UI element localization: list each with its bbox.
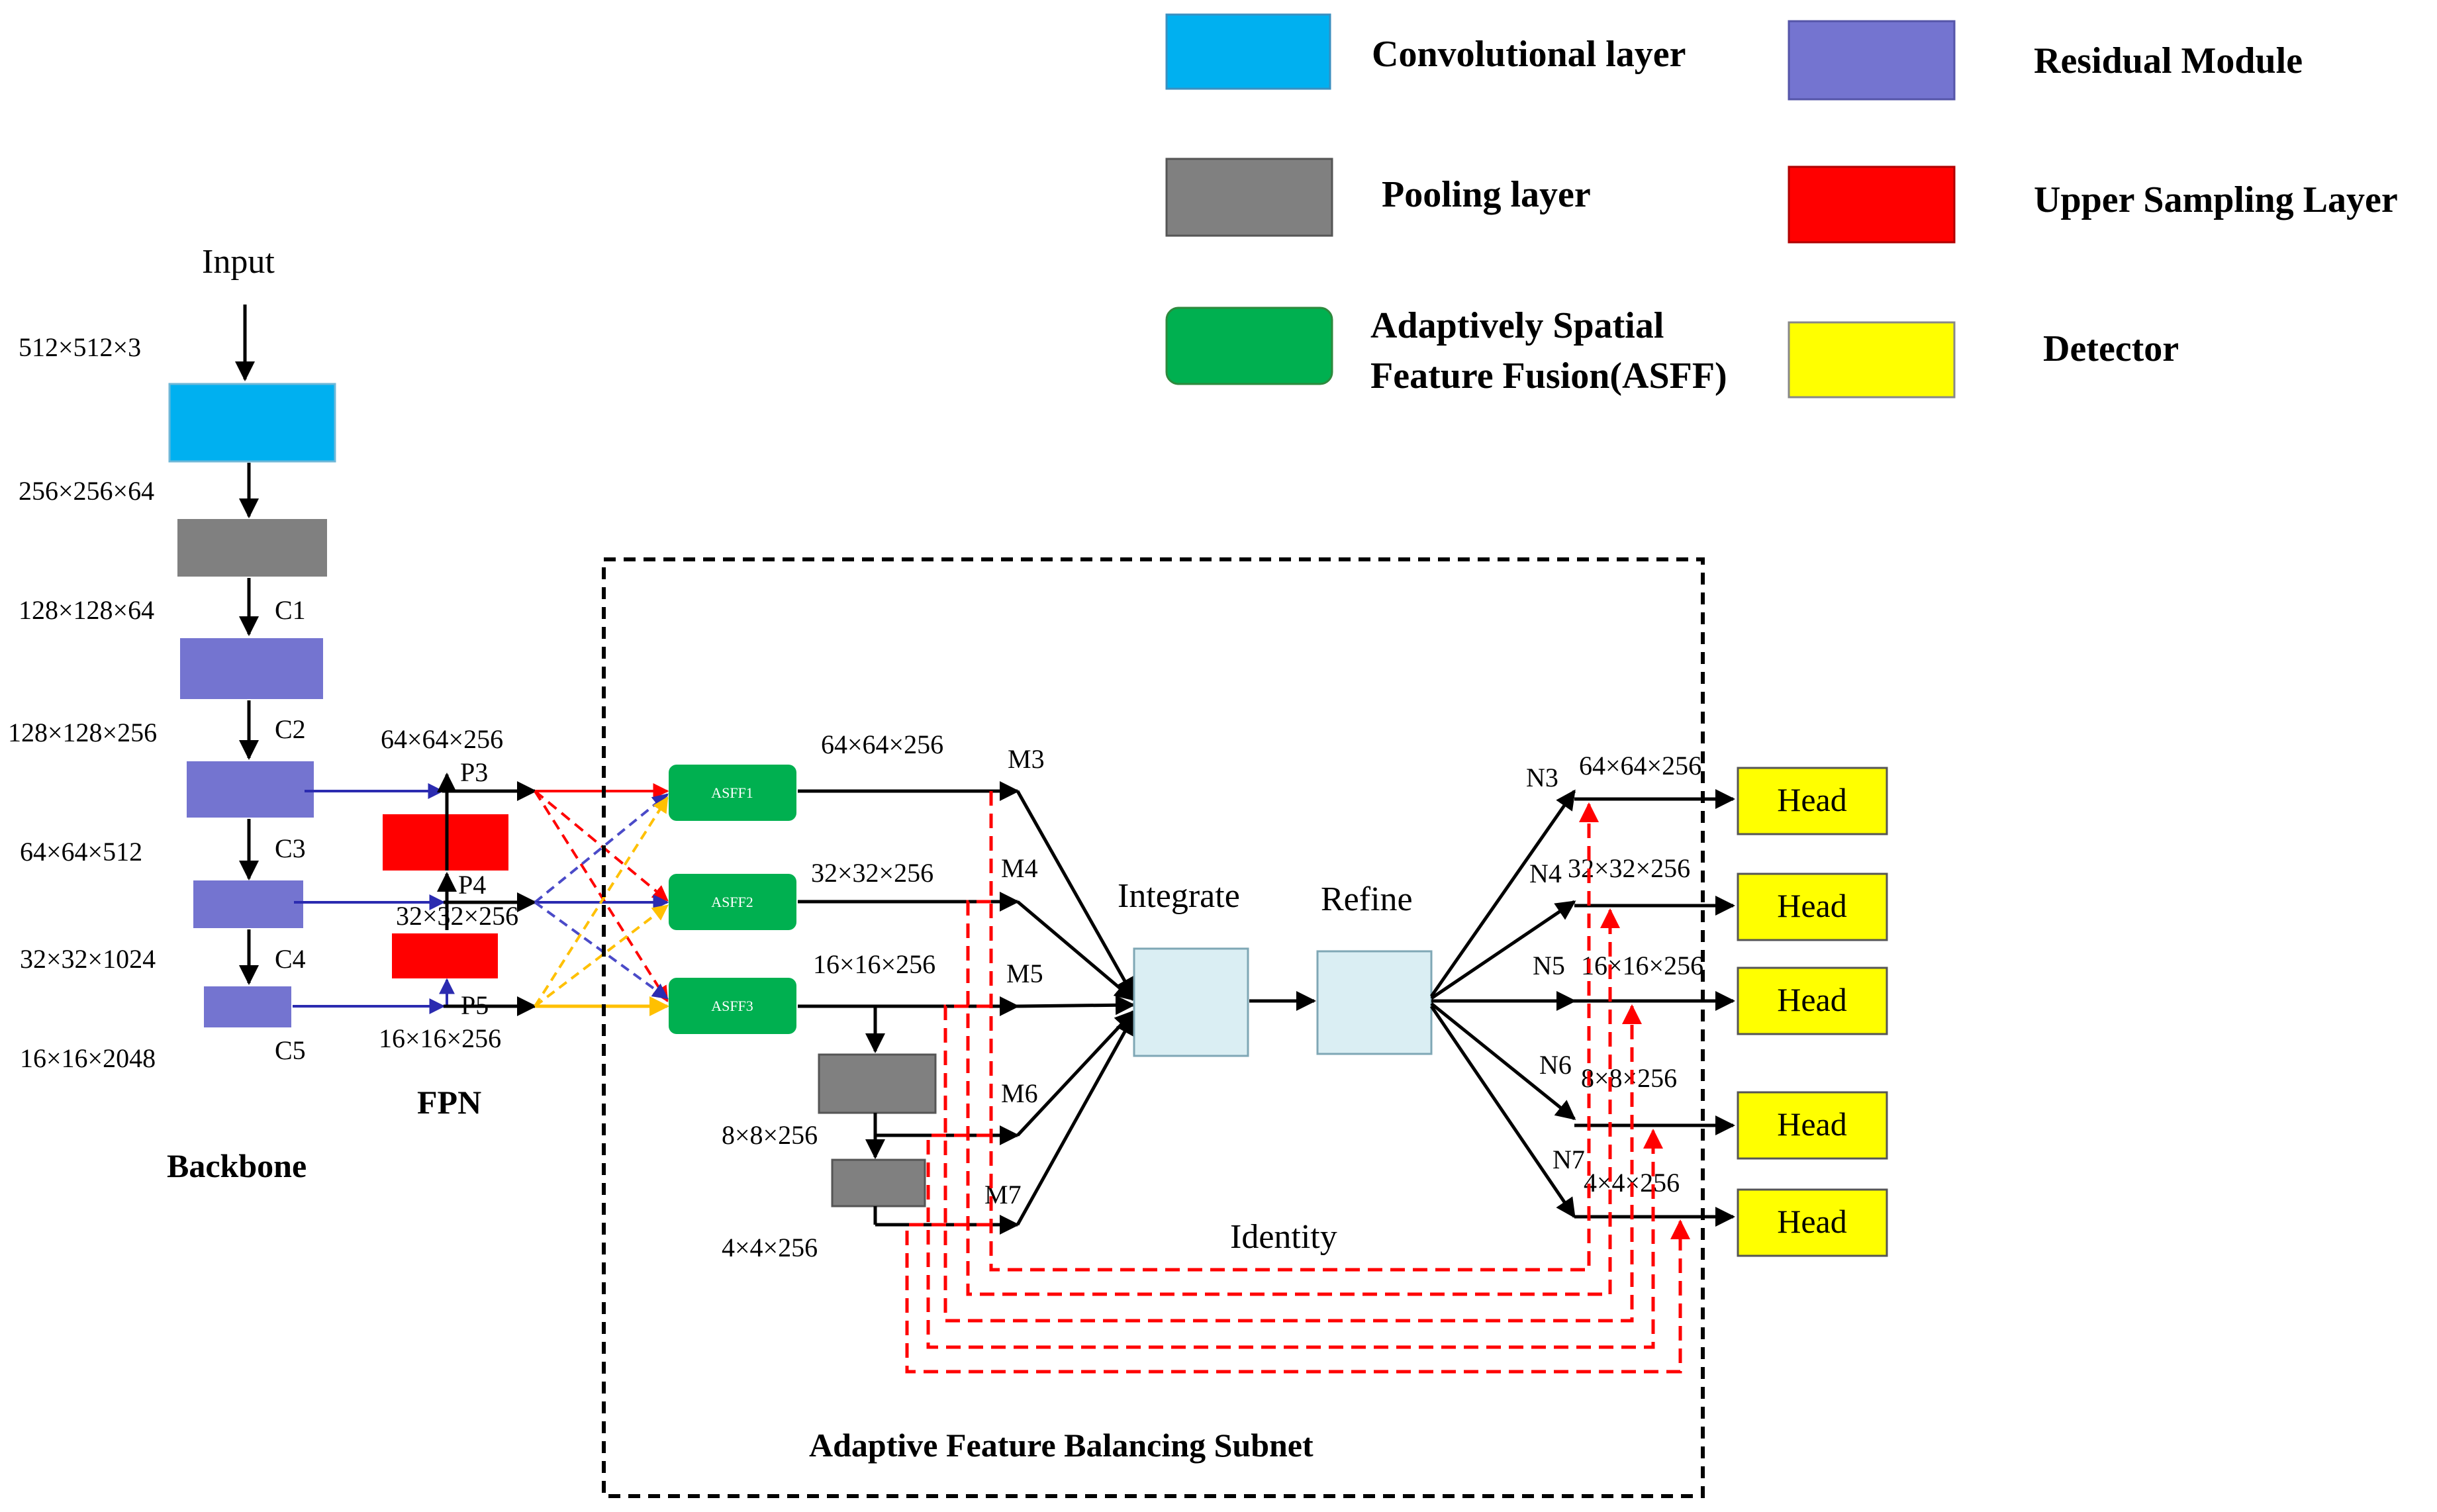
residual-c1 bbox=[180, 638, 323, 699]
legend-swatch-residual bbox=[1788, 20, 1956, 101]
fpn: 64×64×256 P3 P4 32×32×256 P5 16×16×256 F… bbox=[293, 724, 537, 1121]
asff-label-1: ASFF1 bbox=[711, 784, 753, 801]
legend-swatch-detector bbox=[1788, 321, 1956, 399]
legend-swatch-conv bbox=[1165, 13, 1331, 90]
stage-c4: C4 bbox=[275, 944, 306, 974]
legend-label-detector: Detector bbox=[2043, 328, 2179, 369]
n-level-6: N6 bbox=[1539, 1050, 1572, 1080]
legend-label-residual: Residual Module bbox=[2034, 40, 2303, 81]
fpn-level-p3: P3 bbox=[460, 757, 488, 787]
fpn-level-p5: P5 bbox=[461, 990, 489, 1020]
n-dim-6: 8×8×256 bbox=[1581, 1063, 1677, 1093]
head-label-1: Head bbox=[1777, 781, 1847, 818]
fpn-level-p4: P4 bbox=[458, 870, 486, 900]
m-level-5: M5 bbox=[1006, 959, 1043, 988]
legend-swatch-upsampling bbox=[1788, 165, 1956, 244]
dim-pool-out: 128×128×64 bbox=[19, 595, 154, 625]
n-level-5: N5 bbox=[1533, 951, 1565, 980]
asff-cross-connections bbox=[534, 783, 669, 1016]
backbone-pooling-layer bbox=[177, 519, 327, 577]
fpn-dim-p4: 32×32×256 bbox=[396, 901, 518, 931]
fpn-dim-p5: 16×16×256 bbox=[379, 1023, 501, 1053]
head-box-2 bbox=[1737, 873, 1888, 941]
stage-c5: C5 bbox=[275, 1035, 306, 1065]
subnet-pooling-2 bbox=[831, 1158, 926, 1207]
head-box-4 bbox=[1737, 1091, 1888, 1160]
asff-block-3 bbox=[669, 978, 796, 1034]
dim-c1-out: 128×128×256 bbox=[8, 718, 157, 747]
refine-label: Refine bbox=[1321, 880, 1413, 918]
backbone-conv-layer bbox=[168, 383, 336, 463]
dim-c3-out: 32×32×1024 bbox=[20, 944, 156, 974]
legend-label-asff-line1: Adaptively Spatial bbox=[1370, 305, 1664, 346]
n-dim-3: 64×64×256 bbox=[1579, 751, 1701, 780]
asff-dim-1: 64×64×256 bbox=[821, 730, 943, 759]
subnet-title: Adaptive Feature Balancing Subnet bbox=[809, 1427, 1314, 1464]
m-level-3: M3 bbox=[1008, 744, 1045, 774]
legend-label-upsampling: Upper Sampling Layer bbox=[2034, 179, 2398, 220]
integrate-label: Integrate bbox=[1118, 877, 1240, 915]
fpn-upsample-p5 bbox=[392, 933, 498, 978]
asff-block-1 bbox=[669, 765, 796, 821]
backbone: Input 512×512×3 256×256×64 128×128×64 C1… bbox=[8, 243, 336, 1184]
subnet: ASFF1 ASFF2 ASFF3 64×64×256 32×32×256 16… bbox=[669, 730, 1735, 1464]
residual-c3 bbox=[193, 880, 303, 928]
m-level-6: M6 bbox=[1001, 1078, 1038, 1108]
legend-label-asff-line2: Feature Fusion(ASFF) bbox=[1370, 355, 1727, 397]
integrate-block bbox=[1133, 947, 1249, 1057]
head-box-5 bbox=[1737, 1188, 1888, 1257]
legend-swatch-pooling bbox=[1165, 158, 1333, 237]
asff-dim-2: 32×32×256 bbox=[811, 858, 933, 888]
n-level-4: N4 bbox=[1529, 859, 1562, 888]
legend-label-conv: Convolutional layer bbox=[1372, 34, 1686, 75]
dim-c2-out: 64×64×512 bbox=[20, 837, 142, 867]
head-label-4: Head bbox=[1777, 1106, 1847, 1143]
identity-label: Identity bbox=[1230, 1218, 1337, 1256]
legend: Convolutional layer Residual Module Pool… bbox=[1165, 13, 2398, 399]
subnet-boundary bbox=[602, 557, 1705, 1498]
head-box-1 bbox=[1737, 767, 1888, 835]
dim-input: 512×512×3 bbox=[19, 332, 141, 362]
input-label: Input bbox=[202, 243, 275, 281]
detector-heads: Head Head Head Head Head bbox=[1737, 767, 1888, 1257]
asff-block-2 bbox=[669, 874, 796, 930]
dim-conv-out: 256×256×64 bbox=[19, 476, 154, 506]
subnet-pooling-1 bbox=[818, 1053, 937, 1114]
n-level-3: N3 bbox=[1526, 763, 1558, 792]
legend-swatch-asff bbox=[1165, 307, 1333, 385]
refine-block bbox=[1316, 950, 1433, 1055]
n-dim-5: 16×16×256 bbox=[1581, 951, 1703, 980]
stage-c1: C1 bbox=[275, 595, 306, 625]
legend-label-pooling: Pooling layer bbox=[1382, 174, 1591, 215]
dim-c4-out: 16×16×2048 bbox=[20, 1043, 156, 1073]
head-box-3 bbox=[1737, 967, 1888, 1035]
n-level-7: N7 bbox=[1553, 1145, 1585, 1174]
asff-dim-3: 16×16×256 bbox=[813, 949, 935, 979]
asff-label-3: ASFF3 bbox=[711, 998, 753, 1014]
residual-c2 bbox=[187, 761, 314, 818]
stage-c3: C3 bbox=[275, 833, 306, 863]
head-label-3: Head bbox=[1777, 981, 1847, 1018]
pool-dim-1: 8×8×256 bbox=[722, 1120, 818, 1150]
fpn-title: FPN bbox=[417, 1084, 481, 1121]
residual-c4 bbox=[204, 986, 291, 1027]
asff-label-2: ASFF2 bbox=[711, 894, 753, 910]
n-dim-4: 32×32×256 bbox=[1568, 853, 1690, 883]
backbone-title: Backbone bbox=[167, 1147, 307, 1184]
fpn-dim-p3: 64×64×256 bbox=[381, 724, 503, 754]
head-label-5: Head bbox=[1777, 1203, 1847, 1240]
stage-c2: C2 bbox=[275, 714, 306, 744]
head-label-2: Head bbox=[1777, 887, 1847, 924]
m-level-4: M4 bbox=[1001, 853, 1038, 883]
pool-dim-2: 4×4×256 bbox=[722, 1233, 818, 1262]
